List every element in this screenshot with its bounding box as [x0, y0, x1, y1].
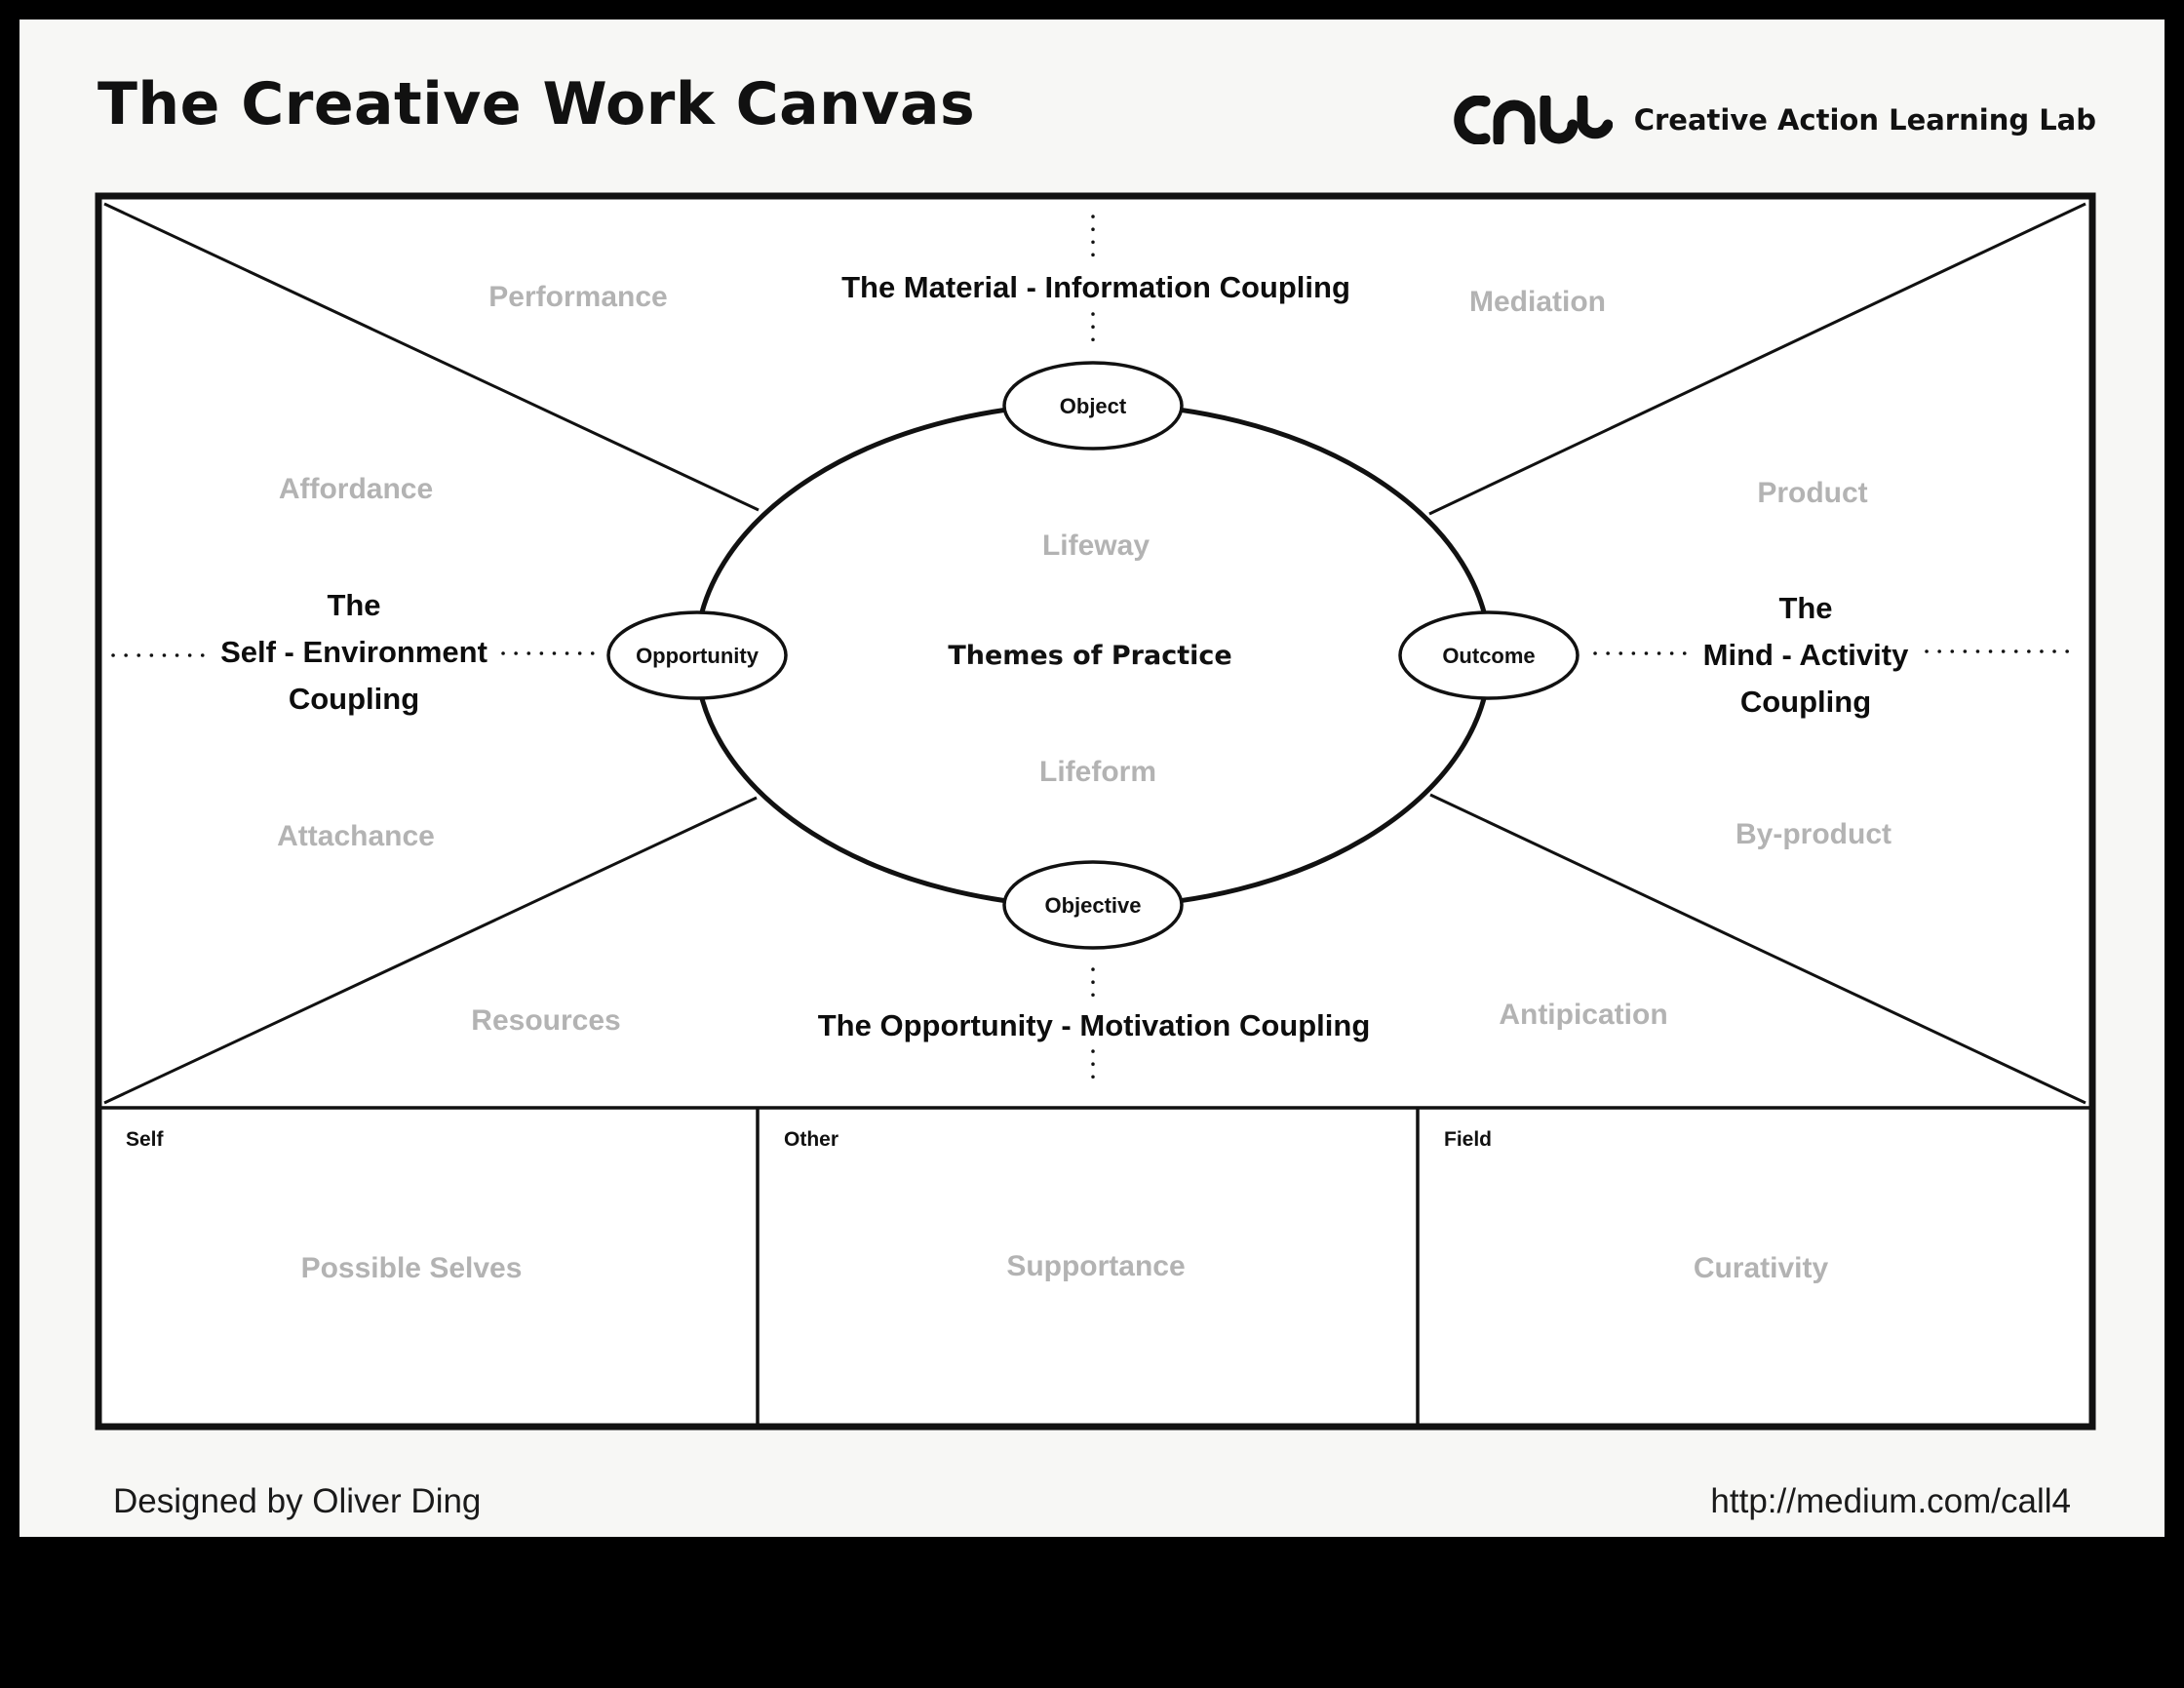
diagonal-bottom-right [1429, 793, 2086, 1105]
brand: Creative Action Learning Lab [1452, 86, 2096, 154]
diagonal-bottom-left [103, 796, 758, 1105]
node-objective-label: Objective [1044, 893, 1141, 918]
panel-field-label: Field [1444, 1128, 1492, 1151]
diagonal-top-right [1428, 202, 2086, 516]
affordance-label: Affordance [279, 473, 433, 505]
self-environment-coupling: The Self - Environment Coupling [220, 588, 488, 716]
node-object-label: Object [1060, 394, 1127, 418]
material-information-coupling: The Material - Information Coupling [841, 270, 1350, 304]
brand-name: Creative Action Learning Lab [1633, 103, 2096, 137]
mind-activity-line-3: Coupling [1740, 685, 1871, 719]
page-title: The Creative Work Canvas [98, 70, 976, 138]
node-objective: Objective [1002, 860, 1184, 950]
mind-activity-coupling: The Mind - Activity Coupling [1703, 591, 1909, 719]
panel-other-label: Other [784, 1128, 838, 1151]
node-object: Object [1002, 361, 1184, 451]
lifeway-label: Lifeway [1042, 530, 1150, 562]
supportance-label: Supportance [1006, 1250, 1185, 1282]
themes-of-practice: Themes of Practice [948, 641, 1231, 671]
node-outcome-label: Outcome [1442, 644, 1535, 668]
attachance-label: Attachance [277, 820, 435, 852]
self-environment-line-2: Self - Environment [220, 635, 488, 669]
designer-credit: Designed by Oliver Ding [113, 1482, 482, 1520]
source-url[interactable]: http://medium.com/call4 [1710, 1482, 2071, 1520]
panel-self: Self Possible Selves [126, 1128, 522, 1284]
mind-activity-line-2: Mind - Activity [1703, 638, 1909, 672]
self-environment-line-3: Coupling [289, 682, 419, 716]
panel-other: Other Supportance [784, 1128, 1186, 1282]
performance-label: Performance [488, 281, 667, 313]
self-environment-line-1: The [327, 588, 380, 622]
call-logo-icon [1454, 96, 1613, 144]
anticipation-label: Antipication [1499, 999, 1667, 1031]
curativity-label: Curativity [1694, 1252, 1829, 1284]
opportunity-motivation-coupling: The Opportunity - Motivation Coupling [818, 1008, 1371, 1042]
by-product-label: By-product [1736, 818, 1892, 850]
node-opportunity: Opportunity [606, 610, 788, 700]
lifeform-label: Lifeform [1039, 756, 1156, 788]
node-outcome: Outcome [1398, 610, 1580, 700]
panel-self-label: Self [126, 1128, 165, 1151]
product-label: Product [1757, 477, 1867, 509]
panel-field: Field Curativity [1444, 1128, 1828, 1284]
possible-selves-label: Possible Selves [301, 1252, 523, 1284]
resources-label: Resources [471, 1004, 620, 1037]
diagonal-top-left [103, 202, 760, 512]
node-opportunity-label: Opportunity [636, 644, 760, 668]
mind-activity-line-1: The [1778, 591, 1832, 625]
mediation-label: Mediation [1469, 286, 1606, 318]
